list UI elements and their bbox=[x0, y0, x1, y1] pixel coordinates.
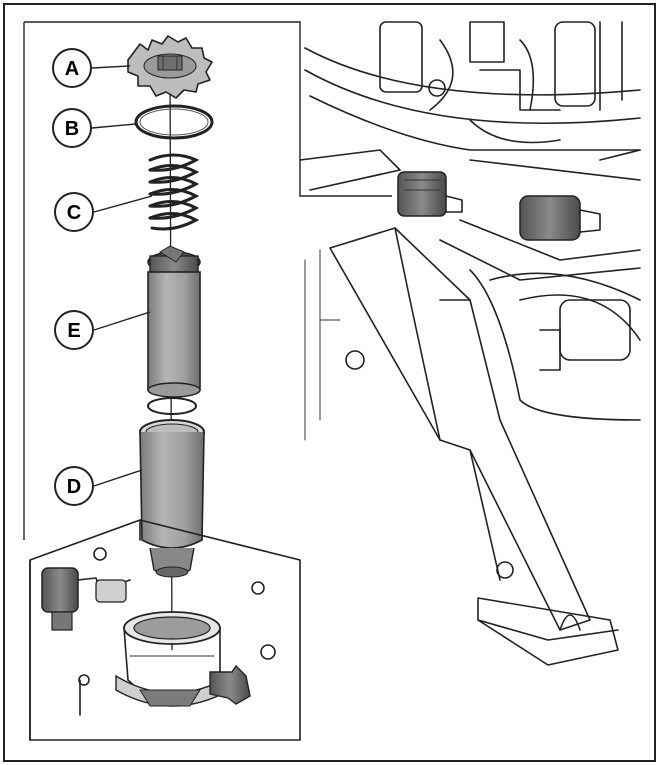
leader-c bbox=[93, 195, 153, 213]
inset-frame bbox=[24, 21, 392, 197]
support-arm bbox=[329, 227, 591, 631]
label-a: A bbox=[52, 48, 92, 88]
part-b-o-ring bbox=[134, 104, 214, 140]
leader-a bbox=[91, 65, 131, 69]
label-d-text: D bbox=[67, 476, 81, 498]
label-a-text: A bbox=[65, 58, 79, 80]
leader-b bbox=[91, 123, 137, 129]
part-c-spring bbox=[148, 153, 200, 231]
label-c: C bbox=[54, 192, 94, 232]
label-b: B bbox=[52, 108, 92, 148]
label-e: E bbox=[54, 310, 94, 350]
label-e-text: E bbox=[67, 320, 80, 342]
leader-d bbox=[93, 469, 143, 487]
machine-illustration bbox=[299, 21, 641, 666]
sensor-block bbox=[397, 171, 447, 217]
outer-frame bbox=[3, 3, 656, 762]
leader-e bbox=[93, 311, 151, 331]
part-d-filter-housing bbox=[139, 419, 205, 578]
part-a-cap bbox=[127, 35, 213, 99]
label-c-text: C bbox=[67, 202, 81, 224]
label-d: D bbox=[54, 466, 94, 506]
base-mount bbox=[29, 519, 301, 741]
small-ring bbox=[147, 397, 197, 415]
label-b-text: B bbox=[65, 118, 79, 140]
part-e-filter-element bbox=[147, 245, 201, 398]
